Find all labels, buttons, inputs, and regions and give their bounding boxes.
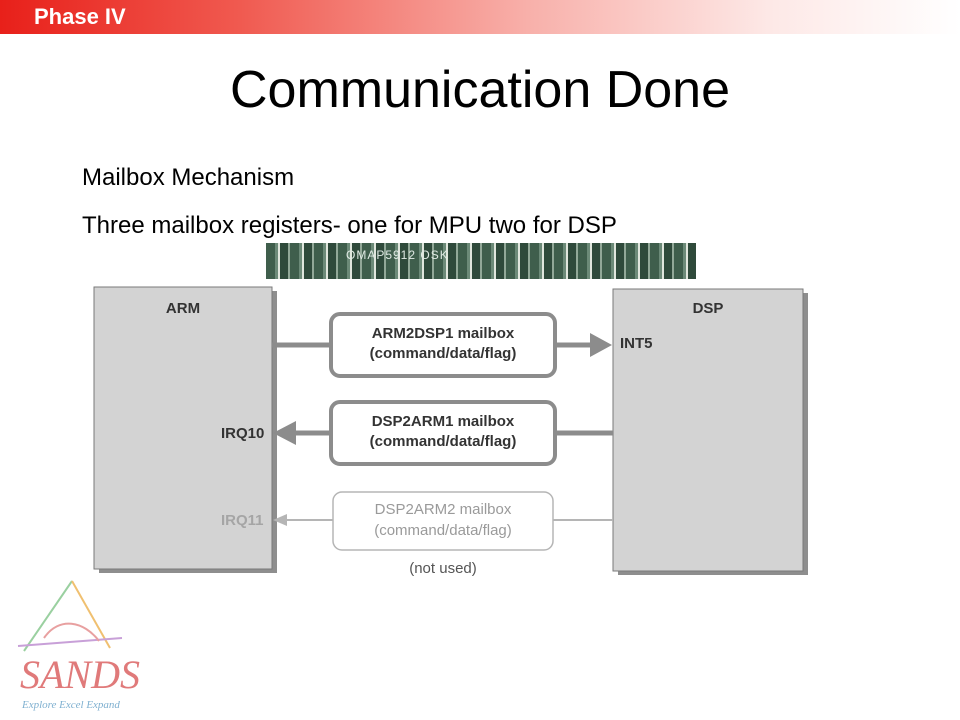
not-used-note: (not used) bbox=[409, 560, 477, 577]
mailbox2-sub: (command/data/flag) bbox=[370, 433, 517, 450]
logo-tagline: Explore Excel Expand bbox=[21, 699, 120, 711]
mailbox3-name: DSP2ARM2 mailbox bbox=[375, 501, 512, 518]
phase-label: Phase IV bbox=[34, 4, 126, 29]
arrow-head-irq10 bbox=[273, 421, 296, 445]
dsp-block bbox=[612, 288, 804, 572]
logo-text: SANDS bbox=[20, 652, 140, 697]
arm-label: ARM bbox=[166, 300, 200, 317]
mailbox2-box bbox=[329, 400, 557, 466]
mailbox3-sub: (command/data/flag) bbox=[374, 522, 512, 539]
bullet-mailbox-registers: Three mailbox registers- one for MPU two… bbox=[82, 212, 617, 239]
sands-logo: SANDS Explore Excel Expand bbox=[17, 580, 140, 711]
mailbox1-box bbox=[329, 312, 557, 378]
arrow-head-irq11 bbox=[273, 514, 287, 526]
int5-label: INT5 bbox=[620, 335, 653, 352]
board-photo-strip bbox=[266, 243, 696, 279]
arrow-head-int5 bbox=[590, 333, 612, 357]
arm-block bbox=[93, 286, 273, 570]
irq11-label: IRQ11 bbox=[221, 512, 264, 529]
bullet-mailbox-mechanism: Mailbox Mechanism bbox=[82, 164, 295, 191]
dsp-label: DSP bbox=[693, 300, 724, 317]
mailbox1-name: ARM2DSP1 mailbox bbox=[372, 325, 515, 342]
mailbox2-name: DSP2ARM1 mailbox bbox=[372, 413, 515, 430]
irq10-label: IRQ10 bbox=[221, 425, 264, 442]
mailbox3-box bbox=[332, 491, 554, 551]
phase-header-bar bbox=[0, 0, 960, 34]
slide-title: Communication Done bbox=[229, 61, 731, 119]
board-label: OMAP5912 OSK bbox=[346, 248, 449, 262]
mailbox1-sub: (command/data/flag) bbox=[370, 345, 517, 362]
